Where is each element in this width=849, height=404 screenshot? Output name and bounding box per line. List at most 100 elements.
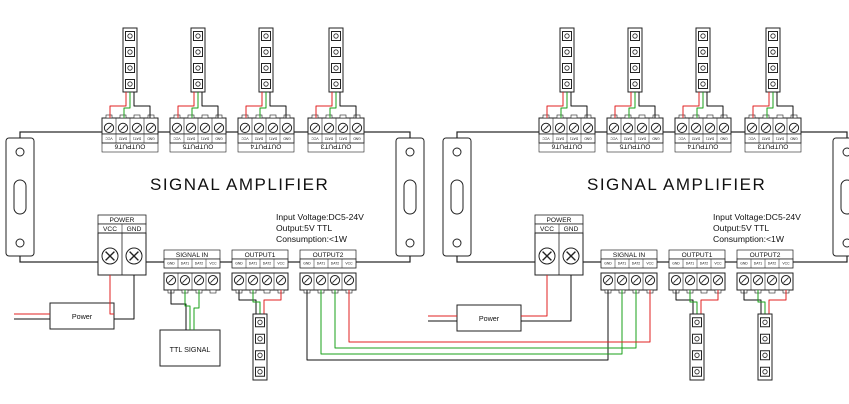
screw-slot [721,125,727,131]
screw-slot [202,125,208,131]
led-lens [564,33,570,39]
pin-label: DAT1 [339,136,348,140]
mount-slot [840,179,849,215]
led-lens [700,33,706,39]
pin-label: GND [353,136,361,140]
led-strip-body [689,313,705,381]
terminal-block [538,114,596,135]
wire-data [689,290,698,314]
wire-gnd [201,92,219,118]
wire-gnd [133,92,151,118]
led-lens [127,81,133,87]
screw-slot [755,277,761,283]
pin-label: DAT2 [187,136,196,140]
led-lens [263,65,269,71]
wire [521,275,572,322]
led-lens [257,369,263,375]
pin-label: DAT1 [686,262,695,266]
terminal-tooth [570,114,578,119]
led-lens [770,81,776,87]
pin-label: VCC [241,136,249,140]
led-strip [765,27,781,93]
output1-label: OUTPUT1 [682,252,713,259]
screw-slot [236,277,242,283]
terminal-tooth [215,114,223,119]
spec-input-voltage: Input Voltage:DC5-24V [276,212,364,222]
led-lens [195,49,201,55]
led-lens [762,319,768,325]
pin-label: VCC [105,136,113,140]
screw-slot [619,277,625,283]
pin-label: DAT2 [692,136,701,140]
led-lens [564,65,570,71]
led-lens [195,65,201,71]
output2-label: OUTPUT2 [313,252,344,259]
terminal-tooth [700,289,708,294]
screw-slot [174,125,180,131]
led-strip [258,27,274,93]
spec-input-voltage: Input Voltage:DC5-24V [713,212,801,222]
mount-slot [13,179,27,215]
pin-label: GND [584,136,592,140]
led-strip [689,313,705,381]
terminal-tooth [776,114,784,119]
terminal-block [736,272,794,294]
led-lens [632,65,638,71]
pin-label: GND [720,136,728,140]
screw-slot [318,277,324,283]
pin-label: VCC [209,262,217,266]
wire-vcc [546,92,564,118]
led-lens [195,33,201,39]
led-lens [762,369,768,375]
pin-label: VCC [678,136,686,140]
terminal-tooth [187,114,195,119]
mount-slot [450,179,464,215]
power-label: POWER [547,217,572,224]
screw-slot [633,277,639,283]
led-lens [700,49,706,55]
terminal-tooth [790,114,798,119]
wire-data [259,92,267,118]
pin-label: VCC [646,262,654,266]
pin-label: DAT1 [317,262,326,266]
wire-data [757,290,766,314]
screw-slot [182,277,188,283]
pin-label: GND [283,136,291,140]
top-output-label: OUTPUT5 [182,142,213,149]
terminal-block [307,114,365,135]
pin-label: DAT2 [331,262,340,266]
screw-slot [769,277,775,283]
pin-label: DAT2 [624,136,633,140]
wire-data [191,92,199,118]
screw-slot [332,277,338,283]
power-pin-vcc: VCC [540,226,554,233]
terminal-tooth [105,114,113,119]
mount-hole [452,238,462,248]
led-lens [770,65,776,71]
terminal-tooth [241,114,249,119]
screw-slot [542,251,552,261]
led-lens [333,49,339,55]
pin-label: DAT2 [700,262,709,266]
pin-label: DAT1 [269,136,278,140]
terminal-block [674,114,732,135]
terminal-tooth [768,289,776,294]
led-strip [328,27,344,93]
wire [114,275,135,320]
pin-label: VCC [345,262,353,266]
screw-slot [777,125,783,131]
screw-slot [679,125,685,131]
pin-label: GND [147,136,155,140]
screw-slot [340,125,346,131]
top-output-label: OUTPUT5 [619,142,650,149]
power-pin-gnd: GND [127,226,142,233]
